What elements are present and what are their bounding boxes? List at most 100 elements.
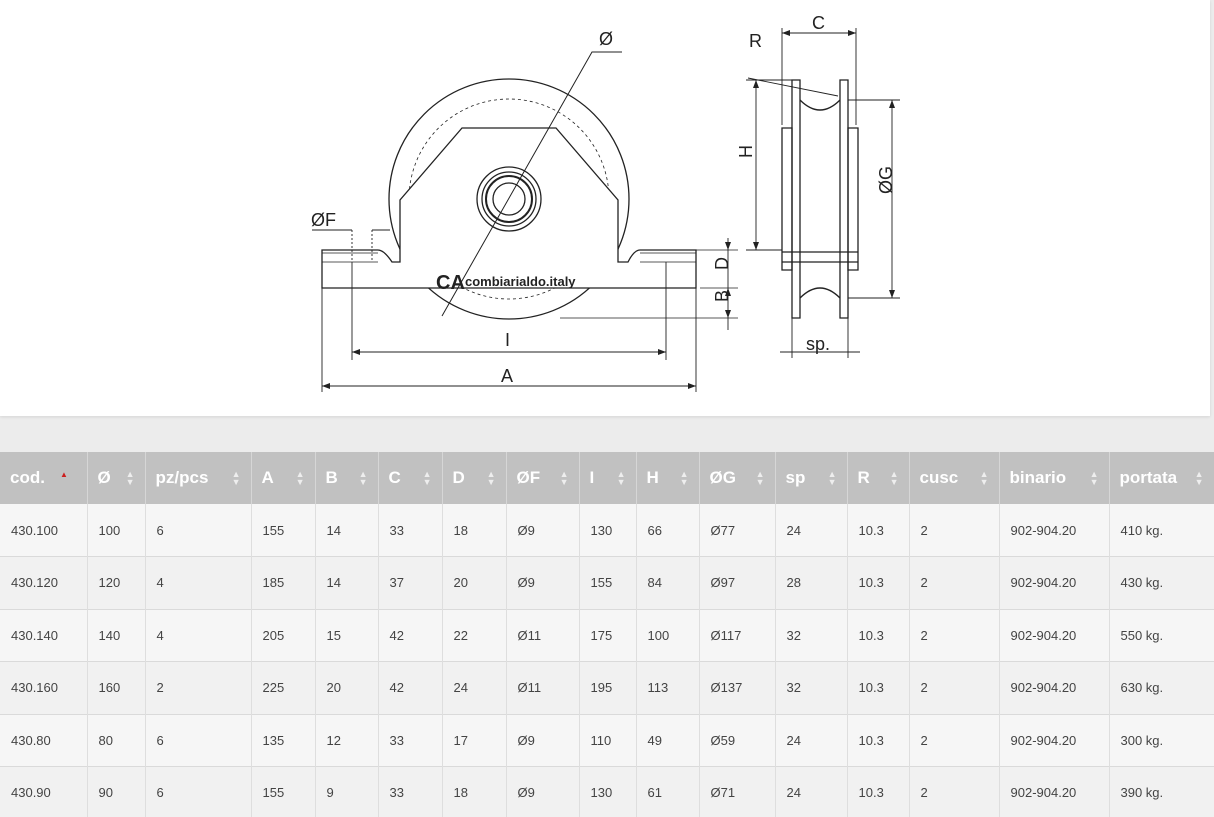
table-cell: Ø71 (699, 766, 776, 817)
table-cell: 24 (775, 714, 848, 767)
table-cell: Ø97 (699, 556, 776, 609)
table-cell: 430.120 (0, 556, 88, 609)
table-cell: 4 (145, 556, 252, 609)
column-header-diameter[interactable]: Ø▲▼ (87, 452, 146, 504)
table-cell: 6 (145, 766, 252, 817)
table-cell: 10.3 (847, 766, 910, 817)
sort-icon: ▲▼ (295, 469, 305, 487)
table-cell: 430.160 (0, 661, 88, 714)
logo-mark: CA (436, 272, 465, 294)
sort-icon: ▲▼ (358, 469, 368, 487)
table-cell: 10.3 (847, 504, 910, 557)
table-cell: 4 (145, 609, 252, 662)
table-cell: 430 kg. (1109, 556, 1214, 609)
table-cell: 430.80 (0, 714, 88, 767)
table-cell: Ø11 (506, 609, 580, 662)
table-cell: Ø11 (506, 661, 580, 714)
table-cell: 18 (442, 766, 507, 817)
sort-icon: ▲▼ (486, 469, 496, 487)
sort-icon: ▲▼ (827, 469, 837, 487)
column-header-c[interactable]: C▲▼ (378, 452, 443, 504)
sort-icon: ▲▼ (559, 469, 569, 487)
table-cell: 24 (775, 504, 848, 557)
table-cell: 902-904.20 (999, 661, 1110, 714)
label-r: R (749, 31, 762, 51)
table-cell: 33 (378, 714, 443, 767)
column-header-i[interactable]: I▲▼ (579, 452, 637, 504)
table-cell: 205 (251, 609, 316, 662)
table-cell: 10.3 (847, 714, 910, 767)
column-header-b[interactable]: B▲▼ (315, 452, 379, 504)
column-header-portata[interactable]: portata▲▼ (1109, 452, 1214, 504)
table-cell: 902-904.20 (999, 556, 1110, 609)
sort-icon: ▲▼ (231, 469, 241, 487)
column-header-r[interactable]: R▲▼ (847, 452, 910, 504)
table-cell: 390 kg. (1109, 766, 1214, 817)
table-cell: 33 (378, 504, 443, 557)
table-cell: 24 (775, 766, 848, 817)
label-a: A (501, 366, 513, 386)
table-cell: 28 (775, 556, 848, 609)
table-cell: 42 (378, 609, 443, 662)
column-header-cusc[interactable]: cusc▲▼ (909, 452, 1000, 504)
table-cell: 90 (87, 766, 146, 817)
table-cell: 22 (442, 609, 507, 662)
table-cell: 120 (87, 556, 146, 609)
table-cell: 130 (579, 504, 637, 557)
table-cell: Ø9 (506, 504, 580, 557)
table-cell: 12 (315, 714, 379, 767)
table-cell: 185 (251, 556, 316, 609)
table-cell: 61 (636, 766, 700, 817)
table-cell: 33 (378, 766, 443, 817)
table-cell: 300 kg. (1109, 714, 1214, 767)
table-cell: 18 (442, 504, 507, 557)
wheel-outline (388, 78, 630, 320)
table-cell: 10.3 (847, 556, 910, 609)
column-header-a[interactable]: A▲▼ (251, 452, 316, 504)
table-cell: 42 (378, 661, 443, 714)
sort-icon: ▲▼ (755, 469, 765, 487)
column-header-cod[interactable]: cod.▲ (0, 452, 88, 504)
column-header-binario[interactable]: binario▲▼ (999, 452, 1110, 504)
table-cell: 66 (636, 504, 700, 557)
label-h: H (736, 145, 756, 158)
table-cell: 84 (636, 556, 700, 609)
table-cell: 2 (909, 714, 1000, 767)
label-b: B (712, 290, 732, 302)
sort-icon: ▲▼ (1194, 469, 1204, 487)
table-cell: 2 (909, 609, 1000, 662)
sort-icon: ▲▼ (125, 469, 135, 487)
table-cell: 15 (315, 609, 379, 662)
table-cell: 430.100 (0, 504, 88, 557)
label-c: C (812, 13, 825, 33)
table-cell: 32 (775, 661, 848, 714)
table-cell: 155 (579, 556, 637, 609)
sort-icon: ▲▼ (889, 469, 899, 487)
table-cell: 17 (442, 714, 507, 767)
column-header-pz-pcs[interactable]: pz/pcs▲▼ (145, 452, 252, 504)
column-header-sp[interactable]: sp▲▼ (775, 452, 848, 504)
column-header-g[interactable]: ØG▲▼ (699, 452, 776, 504)
table-cell: 2 (909, 766, 1000, 817)
table-cell: 160 (87, 661, 146, 714)
table-cell: 20 (315, 661, 379, 714)
table-cell: Ø9 (506, 714, 580, 767)
table-cell: Ø59 (699, 714, 776, 767)
table-cell: 10.3 (847, 609, 910, 662)
table-header-row: cod.▲ Ø▲▼ pz/pcs▲▼ A▲▼ B▲▼ C▲▼ D▲▼ ØF▲▼ … (0, 452, 1214, 504)
table-cell: Ø77 (699, 504, 776, 557)
column-header-f[interactable]: ØF▲▼ (506, 452, 580, 504)
table-cell: 6 (145, 504, 252, 557)
table-cell: Ø137 (699, 661, 776, 714)
label-g: ØG (876, 166, 896, 194)
brand-logo: CA combiarialdo.italy (436, 272, 576, 294)
table-cell: 2 (145, 661, 252, 714)
column-header-d[interactable]: D▲▼ (442, 452, 507, 504)
column-header-h[interactable]: H▲▼ (636, 452, 700, 504)
table-cell: 140 (87, 609, 146, 662)
